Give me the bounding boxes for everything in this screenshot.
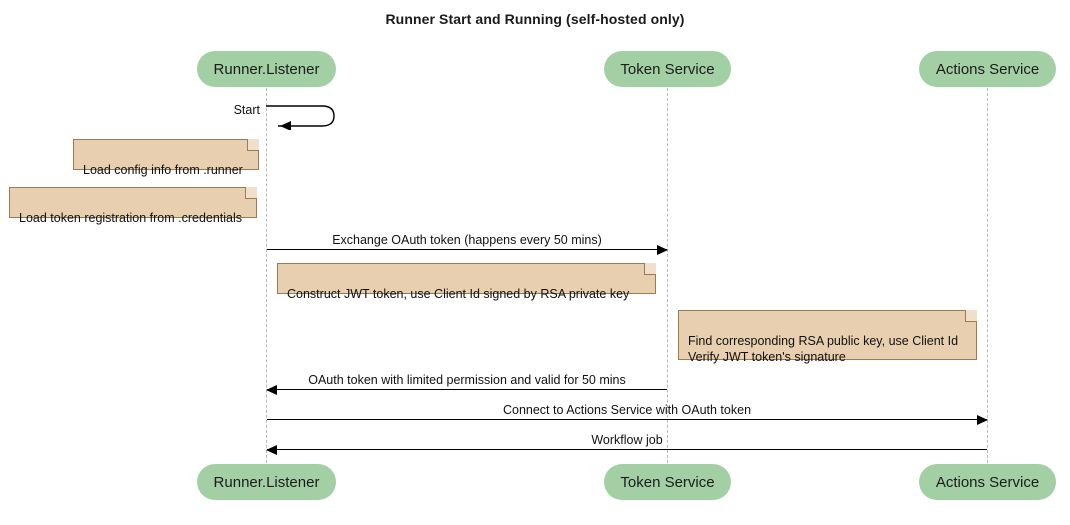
- participant-runner-listener-bottom[interactable]: Runner.Listener: [197, 464, 336, 500]
- self-message-start-label: Start: [233, 103, 260, 117]
- arrowhead-right-icon: [657, 245, 668, 255]
- message-label: OAuth token with limited permission and …: [308, 373, 626, 387]
- participant-label: Actions Service: [935, 473, 1040, 491]
- note-text: Load config info from .runner: [83, 163, 243, 177]
- message-label: Exchange OAuth token (happens every 50 m…: [332, 233, 602, 247]
- note-fold-corner-icon: [965, 310, 977, 322]
- arrowhead-left-icon: [266, 385, 277, 395]
- note-text: Load token registration from .credential…: [19, 211, 243, 225]
- note-fold-corner-icon: [644, 263, 656, 275]
- note-text: Find corresponding RSA public key, use C…: [688, 334, 959, 364]
- participant-label: Token Service: [620, 60, 715, 78]
- participant-label: Token Service: [620, 473, 715, 491]
- participant-label: Actions Service: [935, 60, 1040, 78]
- note-construct-jwt: Construct JWT token, use Client Id signe…: [277, 263, 656, 301]
- message-workflow-job[interactable]: Workflow job: [266, 433, 987, 455]
- participant-runner-listener-top[interactable]: Runner.Listener: [197, 51, 336, 87]
- participant-token-service-top[interactable]: Token Service: [604, 51, 731, 87]
- note-text: Construct JWT token, use Client Id signe…: [287, 287, 630, 301]
- participant-label: Runner.Listener: [213, 473, 320, 491]
- message-label: Connect to Actions Service with OAuth to…: [502, 403, 752, 417]
- lifeline-runner: [266, 88, 267, 463]
- note-fold-corner-icon: [247, 139, 259, 151]
- lifeline-actions: [987, 88, 988, 463]
- arrowhead-right-icon: [977, 415, 988, 425]
- participant-actions-service-bottom[interactable]: Actions Service: [919, 464, 1056, 500]
- message-connect-actions-service[interactable]: Connect to Actions Service with OAuth to…: [267, 403, 988, 425]
- arrowhead-left-icon: [266, 445, 277, 455]
- participant-actions-service-top[interactable]: Actions Service: [919, 51, 1056, 87]
- note-load-token-registration: Load token registration from .credential…: [9, 187, 257, 225]
- participant-token-service-bottom[interactable]: Token Service: [604, 464, 731, 500]
- message-oauth-token-returned[interactable]: OAuth token with limited permission and …: [266, 373, 667, 395]
- self-message-start[interactable]: [266, 104, 338, 135]
- message-label: Workflow job: [591, 433, 663, 447]
- note-load-config: Load config info from .runner: [73, 139, 259, 177]
- self-message-arrow: [266, 105, 335, 131]
- note-verify-jwt-signature: Find corresponding RSA public key, use C…: [678, 310, 977, 364]
- page-title: Runner Start and Running (self-hosted on…: [385, 11, 685, 27]
- participant-label: Runner.Listener: [213, 60, 320, 78]
- message-exchange-oauth-token[interactable]: Exchange OAuth token (happens every 50 m…: [267, 233, 668, 255]
- note-fold-corner-icon: [245, 187, 257, 199]
- lifeline-token: [667, 88, 668, 463]
